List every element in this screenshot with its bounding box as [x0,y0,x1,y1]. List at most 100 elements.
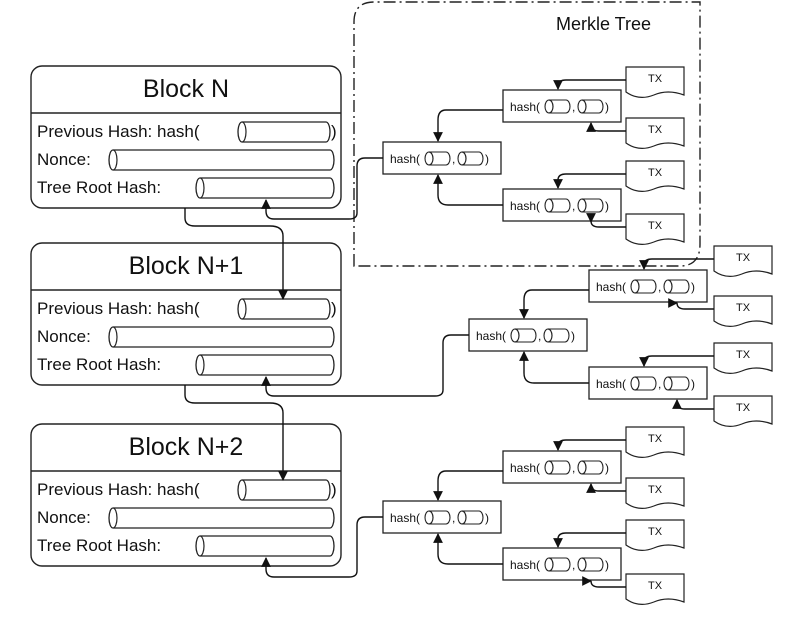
blocks-layer: Block N Previous Hash: hash() Nonce: Tree R… [30,65,342,567]
hash-input-slot [577,99,604,114]
hash-input-slot [544,557,571,572]
hash-input-slot [510,328,537,343]
hash-node-label: hash( [510,558,540,572]
hash-input-slot [457,151,484,166]
transaction-label: TX [648,124,663,136]
transaction-link-arrow [672,302,714,312]
transaction-link-arrow [586,483,626,493]
hash-input-slot [544,198,571,213]
merkle-trees-layer: hash(,)hash(,)hash(,)TXTXTXTXhash(,)hash… [382,66,773,605]
tree-root-hash-label: Tree Root Hash: [37,536,161,555]
nonce-label: Nonce: [37,327,91,346]
transaction-link-arrow [553,79,626,90]
hash-link-arrow [519,289,589,319]
transaction-link-arrow [672,399,714,410]
tree-root-hash-label: Tree Root Hash: [37,178,161,197]
hash-node: hash(,) [502,89,622,123]
hash-node-comma: , [452,152,455,166]
previous-hash-close: ) [331,480,337,499]
previous-hash-label: Previous Hash: hash( [37,122,200,141]
block-card: Block N Previous Hash: hash() Nonce: Tree R… [30,65,342,209]
hash-node: hash(,) [382,500,502,534]
tree-root-hash-field [195,354,335,376]
hash-input-slot [544,460,571,475]
transaction-label: TX [648,484,663,496]
hash-node-close: ) [605,461,609,475]
hash-input-slot [663,376,690,391]
previous-hash-close: ) [331,122,337,141]
transaction-document: TX [625,66,685,98]
transaction-label: TX [648,220,663,232]
tree-root-arrow [261,516,383,578]
hash-input-slot [457,510,484,525]
transaction-label: TX [648,73,663,85]
merkle-tree-label: Merkle Tree [556,14,651,34]
tree-root-arrow [261,334,469,397]
transaction-document: TX [713,295,773,327]
hash-input-slot [630,376,657,391]
hash-node: hash(,) [468,318,588,352]
nonce-label: Nonce: [37,150,91,169]
hash-input-slot [544,99,571,114]
block-chain-arrow [184,208,288,300]
transaction-document: TX [625,160,685,192]
nonce-label: Nonce: [37,508,91,527]
transaction-document: TX [625,426,685,458]
hash-node-comma: , [572,199,575,213]
transaction-link-arrow [586,122,626,132]
transaction-label: TX [648,433,663,445]
transaction-label: TX [736,302,751,314]
block-title: Block N+2 [129,433,244,461]
hash-node: hash(,) [502,547,622,581]
transaction-link-arrow [553,439,626,451]
previous-hash-field [237,298,331,320]
previous-hash-field [237,479,331,501]
hash-input-slot [663,279,690,294]
hash-node-close: ) [605,558,609,572]
hash-input-slot [577,557,604,572]
nonce-field [108,326,335,348]
hash-node-comma: , [452,511,455,525]
tree-root-hash-field [195,535,335,557]
hash-node: hash(,) [502,450,622,484]
transaction-link-arrow [586,580,626,590]
nonce-field [108,149,335,171]
transaction-document: TX [625,477,685,509]
connector-lines [184,79,714,590]
previous-hash-close: ) [331,299,337,318]
transaction-link-arrow [639,258,714,270]
hash-input-slot [424,151,451,166]
hash-node-label: hash( [596,377,626,391]
hash-node-label: hash( [510,100,540,114]
block-chain-arrow [184,385,288,481]
transaction-document: TX [713,395,773,427]
block-title: Block N+1 [129,252,244,280]
merkle-tree-region: Merkle Tree [353,1,701,267]
hash-node-label: hash( [390,511,420,525]
hash-input-slot [577,198,604,213]
transaction-label: TX [736,402,751,414]
transaction-link-arrow [553,532,626,548]
hash-node-close: ) [691,377,695,391]
transaction-document: TX [713,245,773,277]
hash-node-label: hash( [390,152,420,166]
hash-node-label: hash( [476,329,506,343]
hash-node-close: ) [485,511,489,525]
transaction-label: TX [736,349,751,361]
nonce-field [108,507,335,529]
hash-link-arrow [519,351,589,384]
hash-node-comma: , [572,558,575,572]
hash-node-label: hash( [510,199,540,213]
hash-input-slot [630,279,657,294]
transaction-link-arrow [586,213,626,228]
hash-input-slot [543,328,570,343]
previous-hash-label: Previous Hash: hash( [37,299,200,318]
block-title: Block N [143,75,229,103]
previous-hash-label: Previous Hash: hash( [37,480,200,499]
hash-node-comma: , [538,329,541,343]
hash-input-slot [577,460,604,475]
hash-node-comma: , [658,280,661,294]
